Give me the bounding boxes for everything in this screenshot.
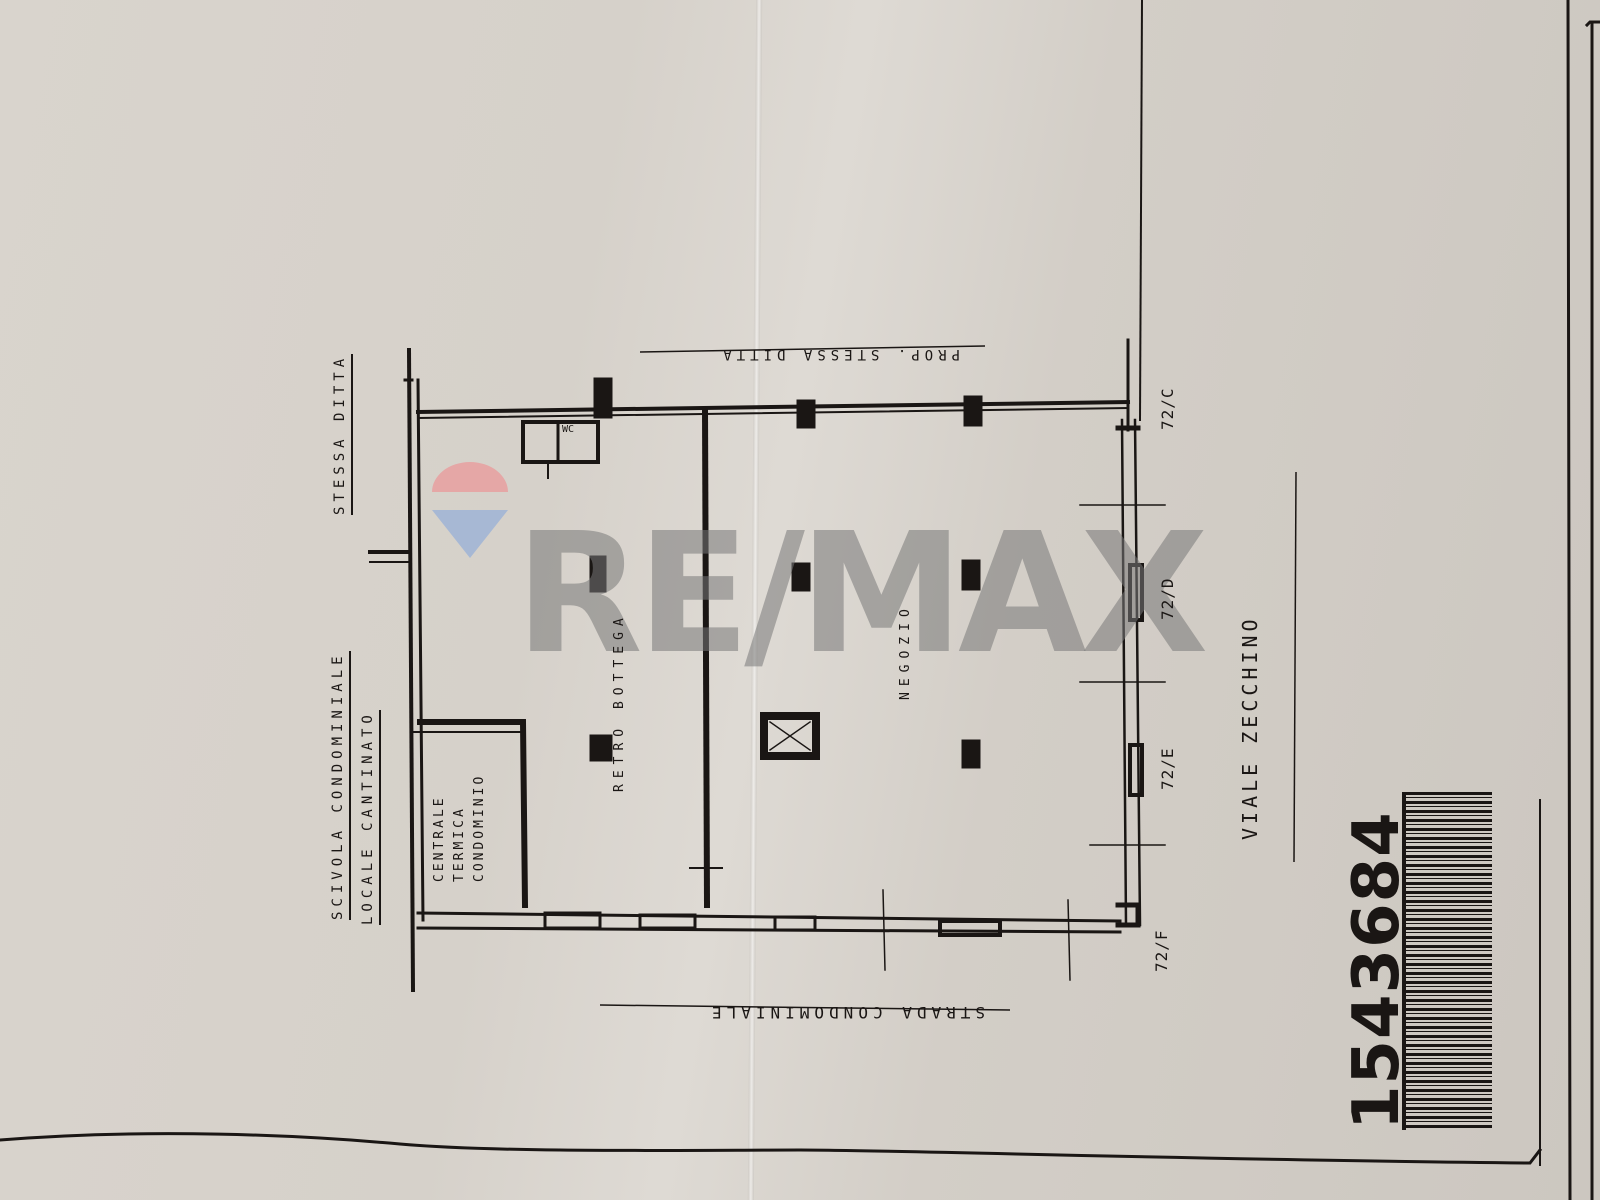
label-stessa-ditta: STESSA DITTA xyxy=(332,353,353,515)
label-viale-zecchino: VIALE ZECCHINO xyxy=(1238,615,1262,840)
room-negozio: NEGOZIO xyxy=(898,603,913,700)
label-scivola: SCIVOLA CONDOMINIALE xyxy=(330,651,351,920)
civic-72d: 72/D xyxy=(1158,577,1177,620)
room-retro-bottega: RETRO BOTTEGA xyxy=(612,612,627,792)
page-border-right xyxy=(1566,0,1572,1200)
label-locale-cantinato: LOCALE CANTINATO xyxy=(360,710,381,925)
civic-72c: 72/C xyxy=(1158,387,1177,430)
remax-balloon-icon xyxy=(432,462,508,558)
label-strada-condominiale: STRADA CONDOMINIALE xyxy=(706,1003,985,1022)
barcode-icon xyxy=(1402,792,1492,1130)
page-border-bottom xyxy=(0,1132,1543,1165)
label-prop-stessa-ditta: PROP. STESSA DITTA xyxy=(718,346,960,362)
civic-72e: 72/E xyxy=(1158,747,1177,790)
property-line-right xyxy=(1138,0,1144,422)
civic-72f: 72/F xyxy=(1152,929,1171,972)
room-wc: WC xyxy=(562,424,575,435)
room-centrale-termica: CENTRALE TERMICA CONDOMINIO xyxy=(432,773,487,882)
